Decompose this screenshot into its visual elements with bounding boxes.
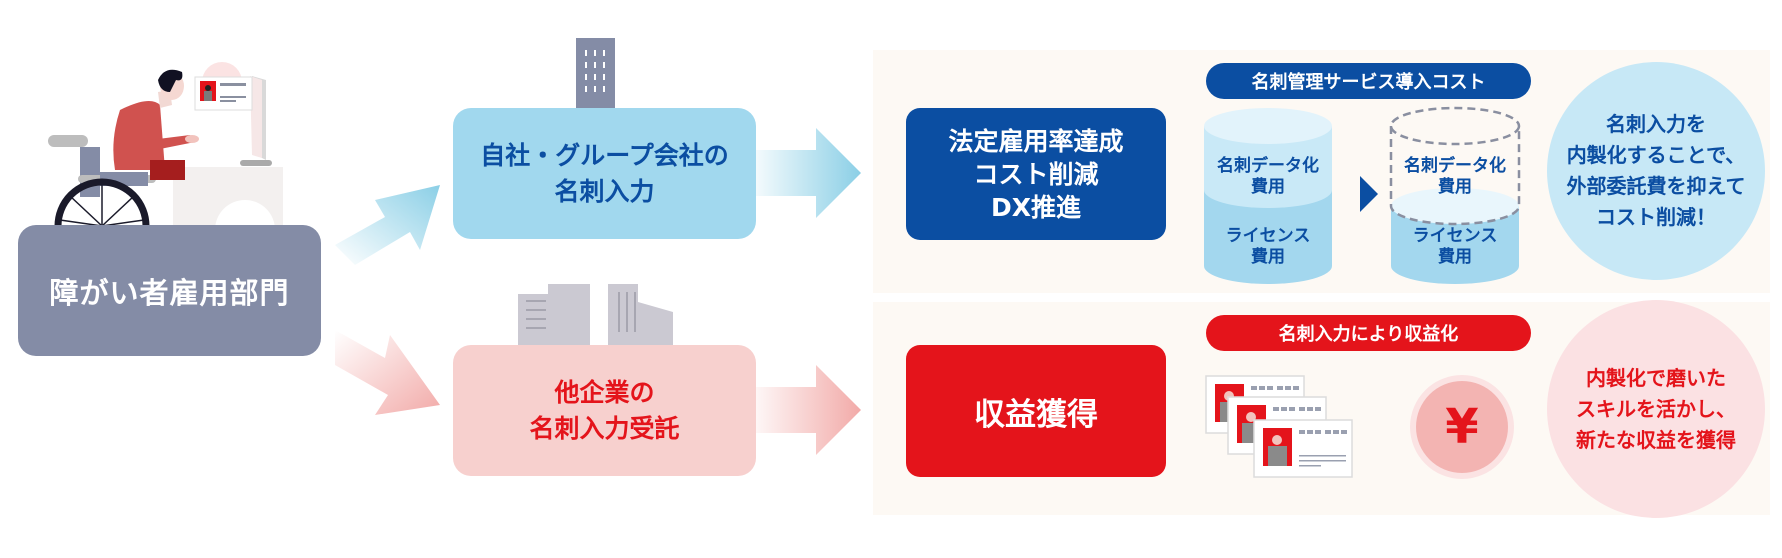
arrow-right-icon [1360, 176, 1378, 212]
revenue-summary: 内製化で磨いた スキルを活かし、 新たな収益を獲得 [1547, 300, 1765, 518]
office-building-icon [576, 38, 615, 108]
cost-goal-box: 法定雇用率達成 コスト削減 DX推進 [906, 108, 1166, 240]
internal-card-input: 自社・グループ会社の 名刺入力 [453, 108, 756, 239]
buildings-icon [518, 284, 673, 346]
external-card-input-contract: 他企業の 名刺入力受託 [453, 345, 756, 476]
yen-coin-icon: ¥ [1410, 375, 1514, 479]
cost-reduction-summary: 名刺入力を 内製化することで、 外部委託費を抑えて コスト削減！ [1547, 62, 1765, 280]
yen-symbol: ¥ [1416, 381, 1508, 473]
before-license-cost-label: ライセンス 費用 [1225, 226, 1311, 267]
cost-cylinder-before [1204, 108, 1332, 284]
wheelchair-user-illustration [48, 62, 283, 274]
before-data-cost-label: 名刺データ化 費用 [1217, 156, 1319, 197]
after-data-cost-label: 名刺データ化 費用 [1404, 156, 1506, 197]
monetization-pill: 名刺入力により収益化 [1206, 315, 1531, 351]
service-cost-pill: 名刺管理サービス導入コスト [1206, 63, 1531, 99]
arrow-to-cost-goal [756, 128, 861, 218]
after-license-cost-label: ライセンス 費用 [1412, 226, 1498, 267]
arrow-to-internal [335, 185, 440, 265]
business-cards-icon [1205, 375, 1353, 478]
disability-employment-department: 障がい者雇用部門 [18, 225, 321, 356]
arrow-to-external [335, 330, 440, 415]
revenue-goal-box: 収益獲得 [906, 345, 1166, 477]
arrow-to-revenue-goal [756, 365, 861, 455]
cost-cylinder-after [1389, 106, 1521, 284]
